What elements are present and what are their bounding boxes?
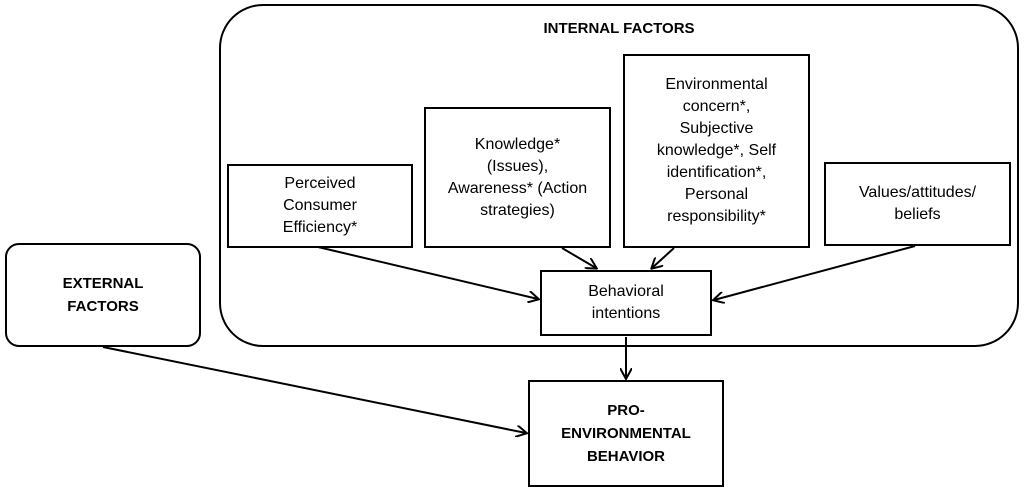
internal-factors-container	[219, 4, 1019, 347]
arrow-external-to-behavior	[102, 346, 526, 433]
internal-factors-title: INTERNAL FACTORS	[543, 20, 695, 37]
environmental-concern-box: Environmental concern*, Subjective knowl…	[623, 54, 810, 248]
arrow-knowledge-to-intentions	[561, 247, 596, 268]
knowledge-awareness-box: Knowledge* (Issues), Awareness* (Action …	[424, 107, 611, 248]
arrow-environmental-to-intentions	[652, 247, 675, 268]
pro-environmental-behavior-box: PRO- ENVIRONMENTAL BEHAVIOR	[528, 380, 724, 487]
perceived-consumer-efficiency-box: Perceived Consumer Efficiency*	[227, 164, 413, 248]
behavioral-intentions-box: Behavioral intentions	[540, 270, 712, 336]
external-factors-box: EXTERNAL FACTORS	[5, 243, 201, 347]
arrow-perceived-to-intentions	[317, 246, 538, 299]
arrow-values-to-intentions	[714, 245, 916, 300]
values-attitudes-beliefs-box: Values/attitudes/ beliefs	[824, 162, 1011, 246]
